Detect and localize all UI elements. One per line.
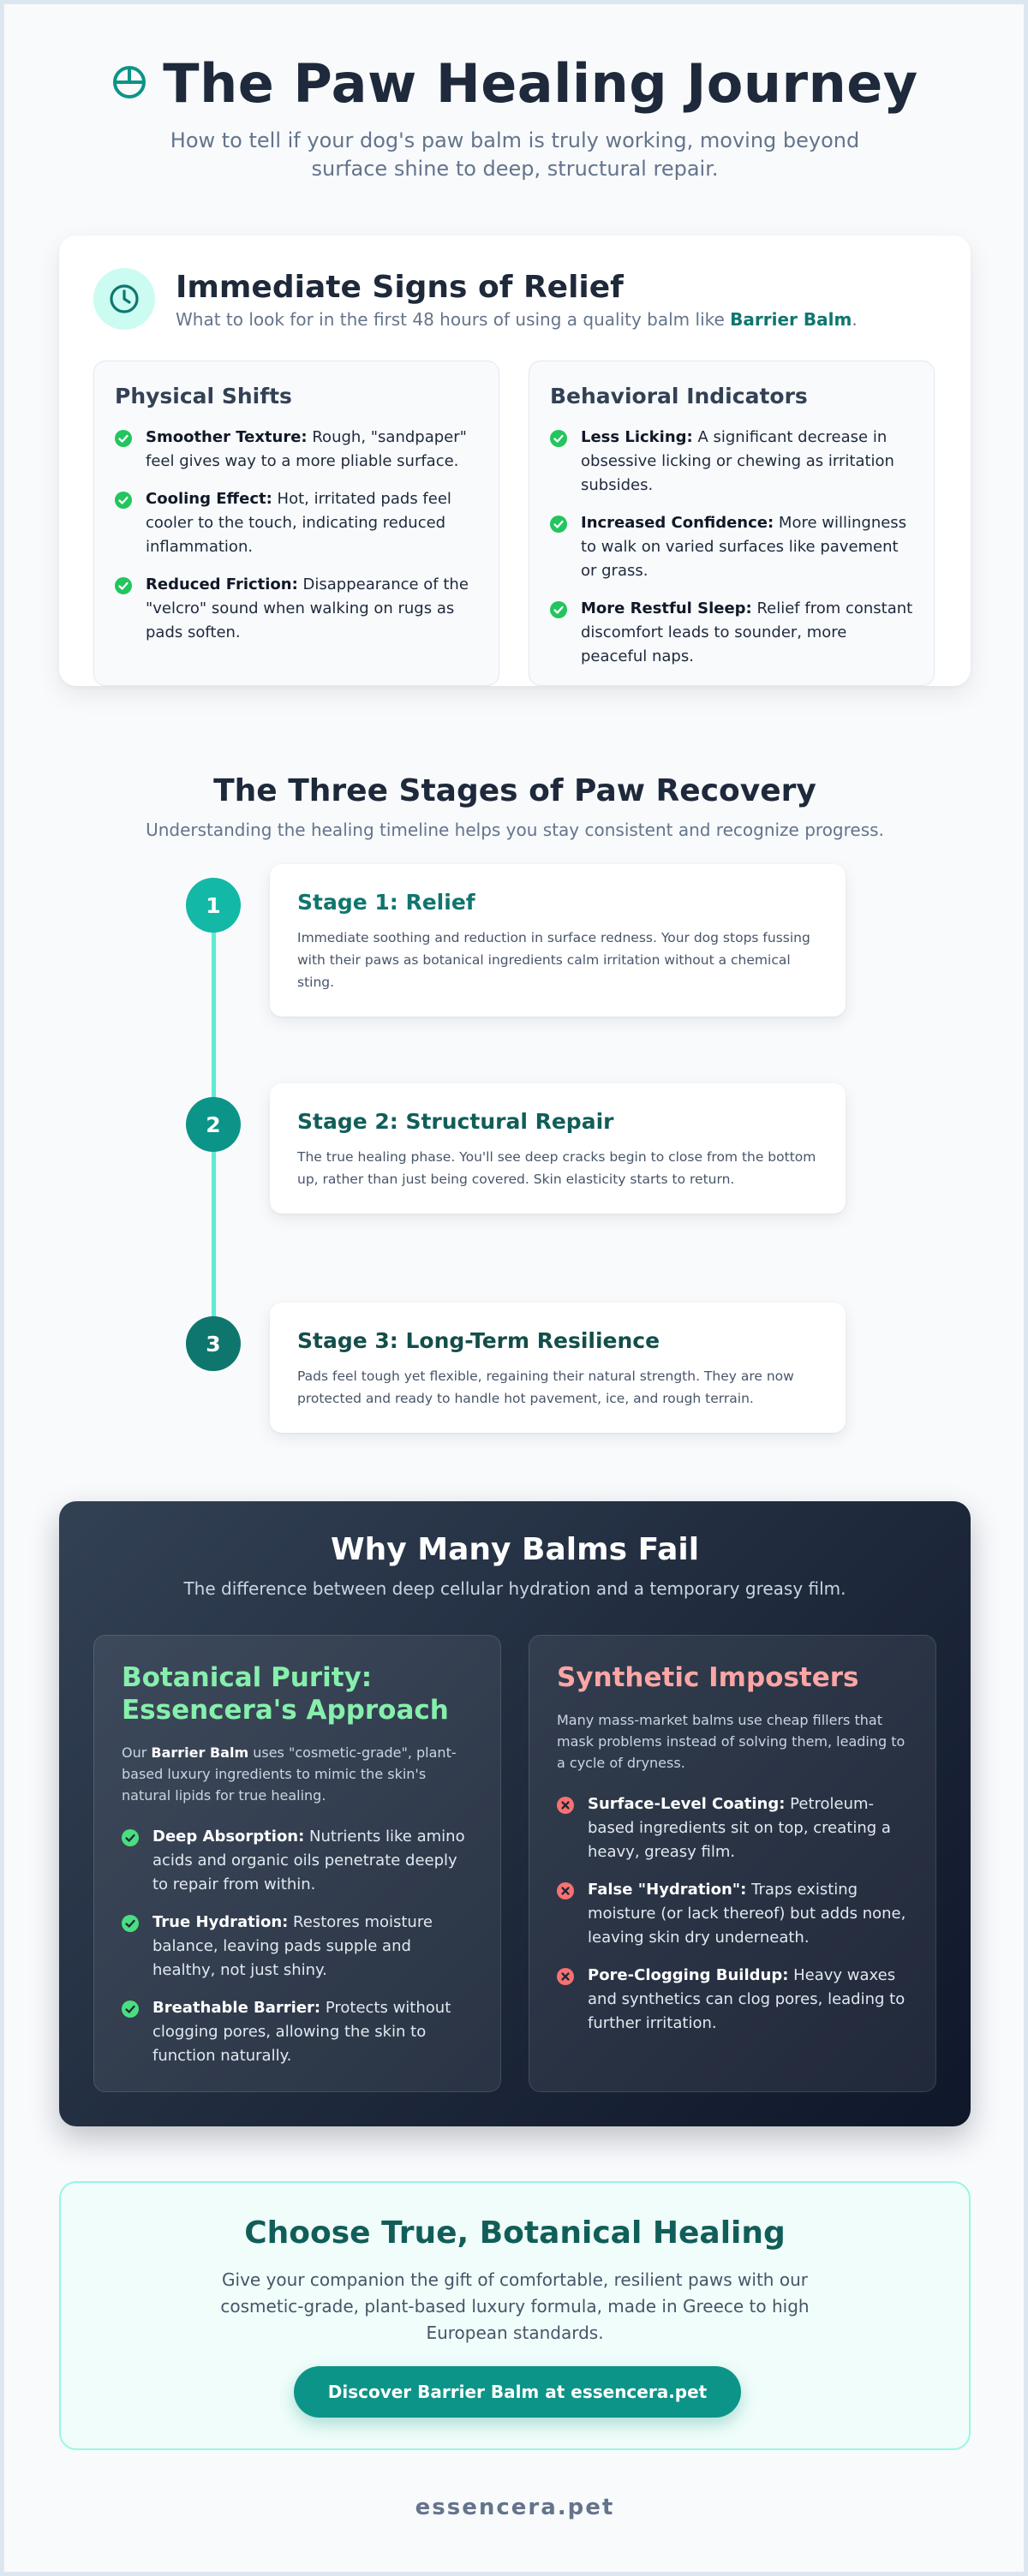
hero-header: The Paw Healing Journey How to tell if y…	[4, 52, 1025, 183]
list-item: Surface-Level Coating: Petroleum-based i…	[557, 1792, 908, 1864]
stage-title: Stage 2: Structural Repair	[297, 1109, 614, 1134]
clock-icon	[93, 268, 155, 330]
list-item: Less Licking: A significant decrease in …	[550, 426, 913, 498]
stages-subtitle: Understanding the healing timeline helps…	[146, 820, 884, 840]
stage-description: Immediate soothing and reduction in surf…	[297, 930, 810, 990]
stage-title: Stage 3: Long-Term Resilience	[297, 1328, 660, 1353]
botanical-list: Deep Absorption: Nutrients like amino ac…	[122, 1825, 473, 2068]
list-item: Smoother Texture: Rough, "sandpaper" fee…	[115, 426, 478, 474]
stage-title: Stage 1: Relief	[297, 890, 475, 915]
comparison-title: Why Many Balms Fail	[330, 1532, 700, 1567]
physical-shifts-heading: Physical Shifts	[115, 384, 292, 408]
stages-title: The Three Stages of Paw Recovery	[213, 773, 816, 808]
check-circle-icon	[550, 516, 567, 540]
relief-subtitle: What to look for in the first 48 hours o…	[176, 309, 858, 330]
footer-site-link[interactable]: essencera.pet	[415, 2495, 615, 2520]
x-circle-icon	[557, 1797, 574, 1822]
list-item: True Hydration: Restores moisture balanc…	[122, 1911, 473, 1983]
page-title: The Paw Healing Journey	[163, 52, 918, 115]
botanical-panel: Botanical Purity: Essencera's Approach O…	[93, 1635, 501, 2092]
list-item: Pore-Clogging Buildup: Heavy waxes and s…	[557, 1964, 908, 2036]
check-circle-icon	[122, 1829, 139, 1854]
discover-barrier-balm-button[interactable]: Discover Barrier Balm at essencera.pet	[294, 2366, 741, 2418]
page-subtitle: How to tell if your dog's paw balm is tr…	[170, 128, 860, 181]
physical-shifts-panel: Physical Shifts Smoother Texture: Rough,…	[93, 361, 499, 686]
synthetic-list: Surface-Level Coating: Petroleum-based i…	[557, 1792, 908, 2036]
behavioral-indicators-heading: Behavioral Indicators	[550, 384, 808, 408]
list-item: Increased Confidence: More willingness t…	[550, 511, 913, 583]
brand-highlight: Barrier Balm	[730, 309, 852, 330]
check-circle-icon	[122, 1915, 139, 1940]
list-item: Breathable Barrier: Protects without clo…	[122, 1996, 473, 2068]
check-circle-icon	[550, 601, 567, 626]
synthetic-heading: Synthetic Imposters	[557, 1662, 859, 1693]
x-circle-icon	[557, 1968, 574, 1993]
cta-text: Give your companion the gift of comforta…	[220, 2269, 810, 2343]
stage-number-badge: 1	[186, 878, 241, 933]
physical-shifts-list: Smoother Texture: Rough, "sandpaper" fee…	[115, 426, 478, 645]
list-item: False "Hydration": Traps existing moistu…	[557, 1878, 908, 1950]
cta-title: Choose True, Botanical Healing	[244, 2215, 786, 2251]
check-circle-icon	[550, 430, 567, 455]
list-item: More Restful Sleep: Relief from constant…	[550, 597, 913, 669]
behavioral-indicators-panel: Behavioral Indicators Less Licking: A si…	[529, 361, 935, 686]
comparison-subtitle: The difference between deep cellular hyd…	[183, 1578, 846, 1599]
list-item: Deep Absorption: Nutrients like amino ac…	[122, 1825, 473, 1897]
relief-title: Immediate Signs of Relief	[176, 270, 624, 305]
x-circle-icon	[557, 1882, 574, 1907]
synthetic-panel: Synthetic Imposters Many mass-market bal…	[529, 1635, 936, 2092]
check-circle-icon	[115, 577, 132, 602]
list-item: Cooling Effect: Hot, irritated pads feel…	[115, 487, 478, 559]
check-circle-icon	[115, 492, 132, 516]
synthetic-intro: Many mass-market balms use cheap fillers…	[557, 1712, 905, 1771]
stage-description: The true healing phase. You'll see deep …	[297, 1149, 816, 1187]
stage-number-badge: 2	[186, 1097, 241, 1152]
stage-number-badge: 3	[186, 1316, 241, 1371]
stage-description: Pads feel tough yet flexible, regaining …	[297, 1368, 794, 1406]
stage-card: Stage 2: Structural Repair The true heal…	[270, 1083, 846, 1213]
page: The Paw Healing Journey How to tell if y…	[3, 3, 1025, 2573]
stage-card: Stage 3: Long-Term Resilience Pads feel …	[270, 1303, 846, 1433]
cta-section: Choose True, Botanical Healing Give your…	[59, 2181, 971, 2450]
paw-logo-icon	[111, 64, 147, 104]
stage-card: Stage 1: Relief Immediate soothing and r…	[270, 864, 846, 1017]
list-item: Reduced Friction: Disappearance of the "…	[115, 573, 478, 645]
behavioral-indicators-list: Less Licking: A significant decrease in …	[550, 426, 913, 669]
check-circle-icon	[122, 2001, 139, 2025]
botanical-heading: Botanical Purity: Essencera's Approach	[122, 1662, 449, 1726]
comparison-section: Why Many Balms Fail The difference betwe…	[59, 1501, 971, 2126]
relief-section: Immediate Signs of Relief What to look f…	[59, 236, 971, 686]
check-circle-icon	[115, 430, 132, 455]
botanical-intro: Our Barrier Balm uses "cosmetic-grade", …	[122, 1744, 457, 1804]
